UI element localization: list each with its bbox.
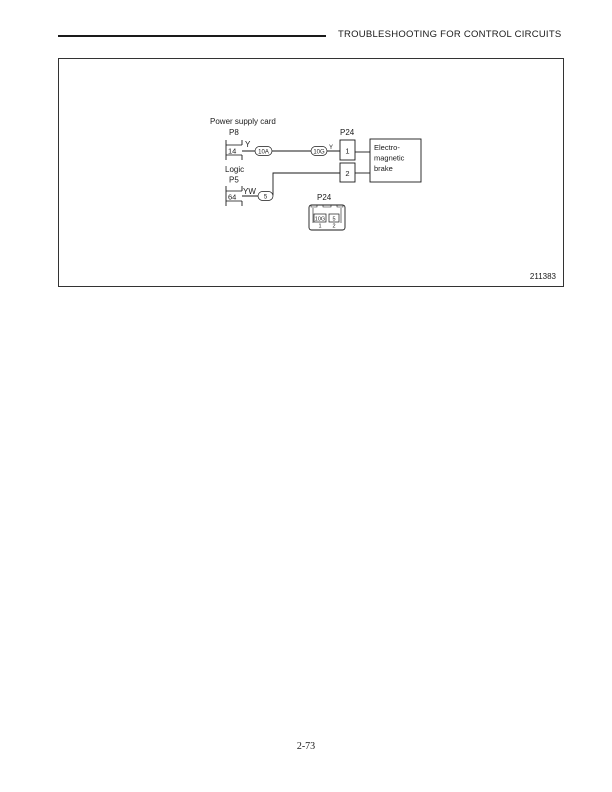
electromagnetic-brake <box>369 138 422 183</box>
header-rule <box>58 35 326 37</box>
p5-pin-64: 64 <box>228 193 236 202</box>
connector-view-label: P24 <box>317 193 332 202</box>
brake-label-line2: magnetic <box>374 154 405 163</box>
page-header-title: TROUBLESHOOTING FOR CONTROL CIRCUITS <box>338 29 562 40</box>
splice-5-label: 5 <box>264 194 268 200</box>
connector-view-cell-10g: 10G <box>315 217 325 223</box>
p5-wire-color-yw: YW <box>243 187 256 196</box>
p24-terminal-2: 2 <box>345 169 349 178</box>
brake-label-line1: Electro- <box>374 143 400 152</box>
p24-connector-face <box>308 204 346 231</box>
connector-view-cell-5: 5 <box>332 217 335 223</box>
p8-connector <box>225 140 243 160</box>
brake-label-line3: brake <box>374 164 393 173</box>
p8-label: P8 <box>229 128 239 137</box>
splice-10a: 10A <box>254 146 273 156</box>
p8-pin-14: 14 <box>228 147 236 156</box>
logic-label: Logic <box>225 165 244 174</box>
p5-connector <box>225 186 243 206</box>
p8-wire-color-y: Y <box>245 140 251 149</box>
splice-10a-label: 10A <box>258 149 269 155</box>
wiring-diagram-figure: Power supply card P8 14 Y 10A 10G Y P24 <box>58 58 564 287</box>
power-supply-card-label: Power supply card <box>210 117 276 126</box>
connector-view-pin-1: 1 <box>318 224 321 230</box>
splice-10g: 10G <box>310 146 328 156</box>
splice-10g-label: 10G <box>313 149 325 155</box>
figure-id: 211383 <box>530 272 557 281</box>
p5-label: P5 <box>229 176 239 185</box>
p24-connector <box>339 139 356 183</box>
wiring-diagram: Power supply card P8 14 Y 10A 10G Y P24 <box>210 117 557 281</box>
p24-wire-color-y: Y <box>329 145 333 151</box>
p24-label: P24 <box>340 128 355 137</box>
connector-view-pin-2: 2 <box>332 224 335 230</box>
p24-terminal-1: 1 <box>345 147 349 156</box>
page-number: 2-73 <box>296 741 316 752</box>
splice-5: 5 <box>257 191 274 201</box>
